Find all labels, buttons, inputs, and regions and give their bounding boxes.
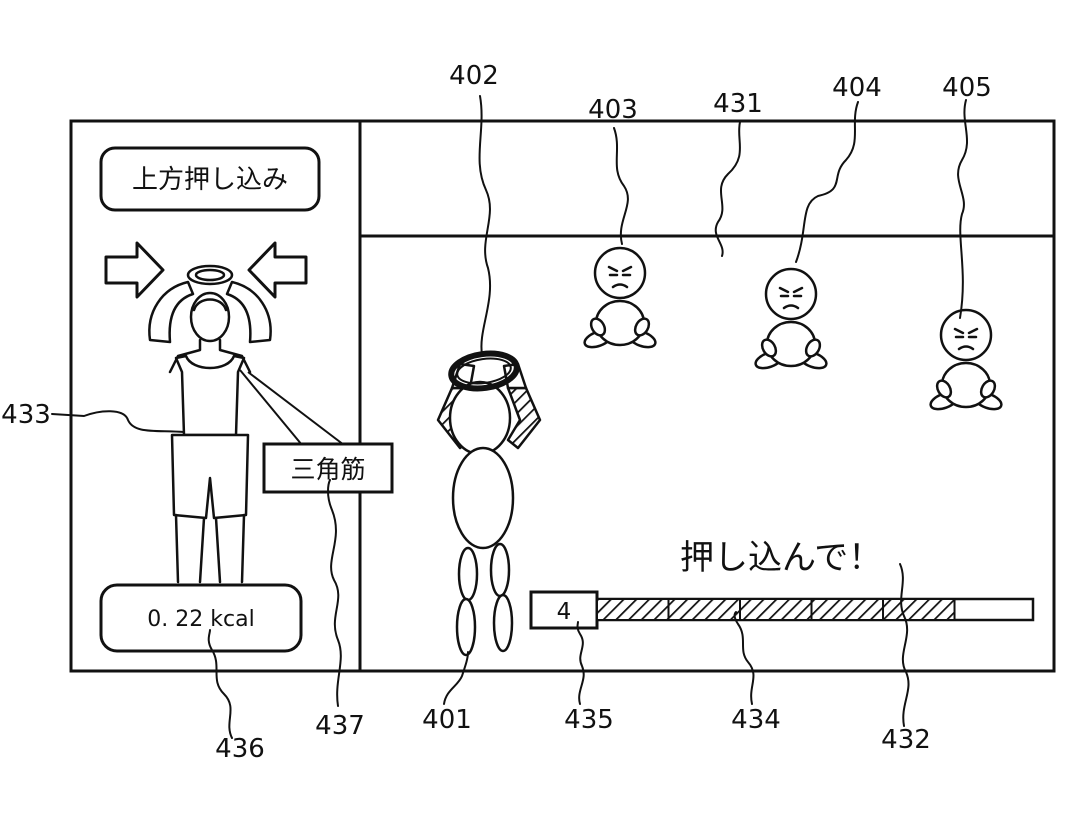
counter-value: 4 (557, 599, 572, 625)
calorie-box: 0. 22 kcal (99, 583, 303, 653)
gauge-fill (596, 598, 956, 621)
prompt-text: 押し込んで！ (680, 538, 882, 578)
ref-434: 434 (731, 705, 781, 735)
ref-432: 432 (881, 725, 931, 755)
counter-box: 4 (529, 590, 599, 630)
enemy-character-403 (583, 246, 657, 349)
screen-frame (69, 119, 1056, 673)
ref-403: 403 (588, 95, 638, 125)
muscle-label: 三角筋 (290, 455, 365, 484)
calorie-value: 0. 22 kcal (147, 607, 254, 632)
ref-404: 404 (832, 73, 882, 103)
exercise-name: 上方押し込み (132, 165, 288, 195)
push-arrow-left-icon (104, 241, 165, 299)
ref-433: 433 (1, 400, 51, 430)
ref-402: 402 (449, 61, 499, 91)
player-character (436, 362, 542, 657)
enemy-character-405 (929, 308, 1003, 411)
ref-401: 401 (422, 705, 472, 735)
ref-436: 436 (215, 734, 265, 764)
ref-431: 431 (713, 89, 763, 119)
ref-435: 435 (564, 705, 614, 735)
ref-437: 437 (315, 711, 365, 741)
muscle-leader-lines (239, 369, 345, 446)
reference-numerals: 402 403 431 404 405 433 436 437 401 435 … (1, 61, 992, 764)
leader-lines (51, 95, 969, 739)
enemy-character-404 (754, 267, 828, 370)
progress-gauge (595, 597, 1035, 622)
push-arrow-right-icon (247, 241, 308, 299)
instructor-figure (148, 264, 272, 584)
gauge-ticks (667, 599, 885, 620)
exercise-name-box: 上方押し込み (99, 146, 321, 212)
ref-405: 405 (942, 73, 992, 103)
